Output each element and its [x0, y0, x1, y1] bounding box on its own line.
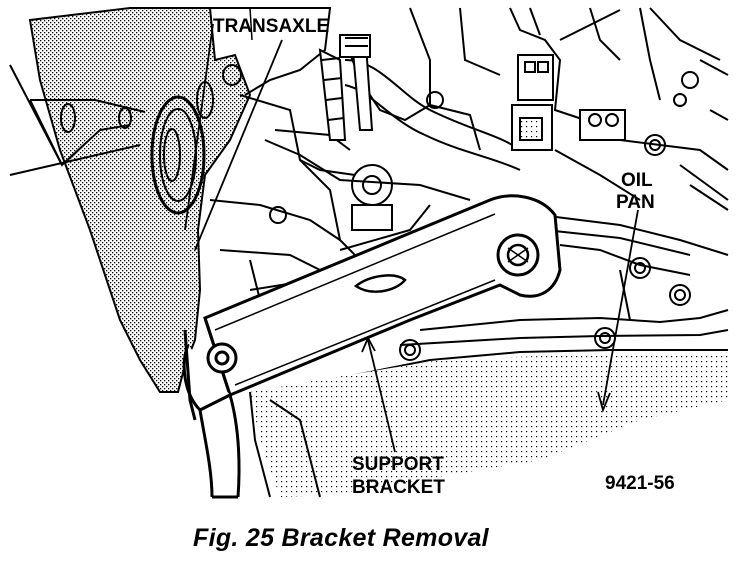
figure-caption: Fig. 25 Bracket Removal — [193, 524, 489, 552]
engine-block — [209, 7, 541, 321]
oil-pan-arrow — [597, 391, 611, 413]
support-bracket-label-line2: BRACKET — [352, 477, 445, 498]
support-bracket-leader — [367, 339, 396, 453]
transaxle-label: TRANSAXLE — [213, 16, 329, 37]
support-bracket-label-line1: SUPPORT — [352, 454, 444, 475]
figure-id: 9421-56 — [605, 473, 675, 494]
axle-shaft — [9, 64, 146, 176]
oil-pan-leader — [602, 209, 639, 406]
support-bracket — [203, 194, 562, 398]
transaxle-leader-1 — [184, 23, 214, 231]
electrical-connector — [509, 7, 729, 211]
transaxle-leader-2 — [194, 39, 283, 251]
oil-pan-label-line2: PAN — [616, 192, 655, 213]
oil-pan-label-line1: OIL — [621, 170, 653, 191]
leader-lines — [184, 23, 639, 453]
support-bracket-arrow — [361, 335, 376, 353]
hose-assembly — [318, 34, 521, 171]
bracket-mount — [182, 329, 241, 499]
lower-pan-shading — [249, 352, 728, 498]
